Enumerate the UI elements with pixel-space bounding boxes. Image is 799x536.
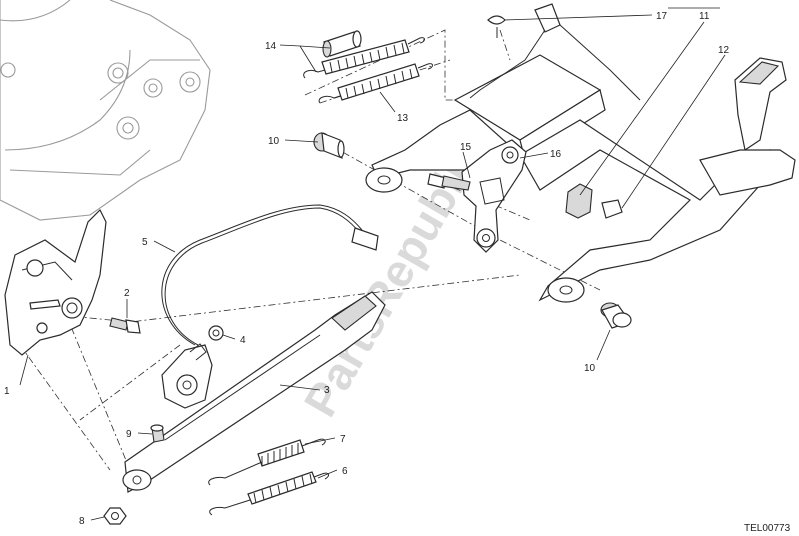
spring-part-14 xyxy=(303,37,425,79)
pad-part-12 xyxy=(565,183,623,219)
bracket-part-1 xyxy=(4,208,107,356)
bolt-part-2 xyxy=(109,317,141,334)
callout-10-top: 10 xyxy=(268,136,280,147)
callout-5: 5 xyxy=(142,237,148,248)
callout-17: 17 xyxy=(656,11,668,22)
callout-12: 12 xyxy=(718,45,730,56)
callout-11: 11 xyxy=(699,11,710,22)
bush-part-10-bottom xyxy=(600,302,632,329)
bolt-part-15 xyxy=(427,173,471,191)
callout-9: 9 xyxy=(126,429,132,440)
callout-3: 3 xyxy=(324,385,330,396)
centre-stand-part-11 xyxy=(365,3,796,303)
callout-15: 15 xyxy=(460,142,472,153)
diagram-code: TEL00773 xyxy=(744,523,791,534)
callout-10-bottom: 10 xyxy=(584,363,596,374)
callout-2: 2 xyxy=(124,288,130,299)
callout-6: 6 xyxy=(342,466,348,477)
washer-part-4 xyxy=(208,325,224,341)
callout-4: 4 xyxy=(240,335,246,346)
callout-8: 8 xyxy=(79,516,85,527)
callout-1: 1 xyxy=(4,386,10,397)
callout-16: 16 xyxy=(550,149,562,160)
side-stand-part-3 xyxy=(122,291,386,493)
callout-7: 7 xyxy=(340,434,346,445)
callout-labels: 1 2 3 4 5 6 7 8 9 10 10 11 12 13 14 15 1… xyxy=(4,11,791,534)
leader-lines xyxy=(19,7,726,521)
callout-13: 13 xyxy=(397,113,409,124)
link-plate-part-16 xyxy=(461,139,527,253)
spring-part-6 xyxy=(209,471,330,516)
pin-part-9 xyxy=(150,424,165,443)
bush-part-10-top xyxy=(313,132,345,159)
nut-part-8 xyxy=(103,507,127,525)
spring-part-13 xyxy=(318,63,433,104)
spring-part-7 xyxy=(208,438,326,486)
sleeve-part-14 xyxy=(322,30,362,58)
callout-14: 14 xyxy=(265,41,277,52)
engine-casing xyxy=(0,0,211,221)
switch-part-5 xyxy=(161,204,379,409)
